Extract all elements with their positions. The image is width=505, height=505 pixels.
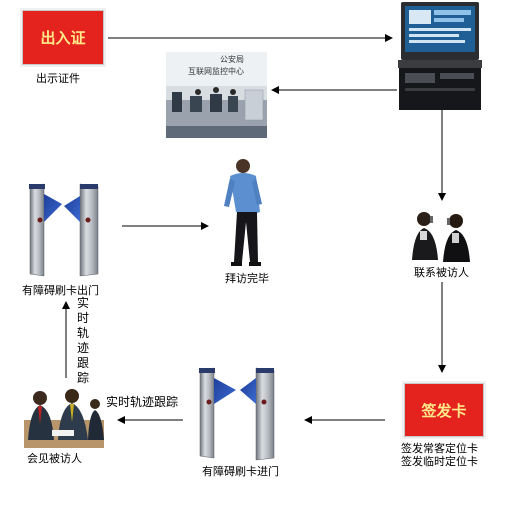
walking-man-icon: [224, 159, 262, 266]
show-id-caption: 出示证件: [36, 72, 80, 85]
tracking-label-vertical: 实 时 轨 迹 跟 踪: [76, 296, 90, 386]
monitor-wall-sign-line1: 公安局: [220, 55, 244, 64]
gate-entry-caption: 有障碍刷卡进门: [202, 465, 279, 478]
kiosk-terminal-icon: [398, 2, 482, 110]
contact-visitee-caption: 联系被访人: [414, 266, 469, 279]
meet-visitee-caption: 会见被访人: [27, 452, 82, 465]
monitoring-room-photo: [166, 52, 267, 138]
business-meeting-icon: [24, 389, 104, 448]
phone-call-people-icon: [412, 212, 470, 262]
issue-card-badge: 签发卡: [405, 384, 483, 436]
issue-card-caption-line2: 签发临时定位卡: [401, 455, 478, 468]
gate-exit-caption: 有障碍刷卡出门: [22, 284, 99, 297]
tracking-char: 轨: [76, 326, 89, 340]
tracking-char: 迹: [76, 341, 89, 355]
tracking-char: 踪: [76, 371, 89, 385]
id-card-badge: 出入证: [23, 11, 103, 64]
tracking-label-horizontal: 实时轨迹跟踪: [106, 395, 179, 409]
monitor-wall-sign-line2: 互联网监控中心: [188, 67, 244, 76]
visit-done-caption: 拜访完毕: [225, 272, 269, 285]
turnstile-gate-icon: [29, 183, 99, 277]
tracking-char: 时: [76, 311, 89, 325]
issue-card-caption-line1: 签发常客定位卡: [401, 442, 478, 455]
tracking-char: 跟: [76, 356, 89, 370]
tracking-char: 实: [76, 296, 89, 310]
turnstile-gate-icon: [199, 367, 275, 461]
